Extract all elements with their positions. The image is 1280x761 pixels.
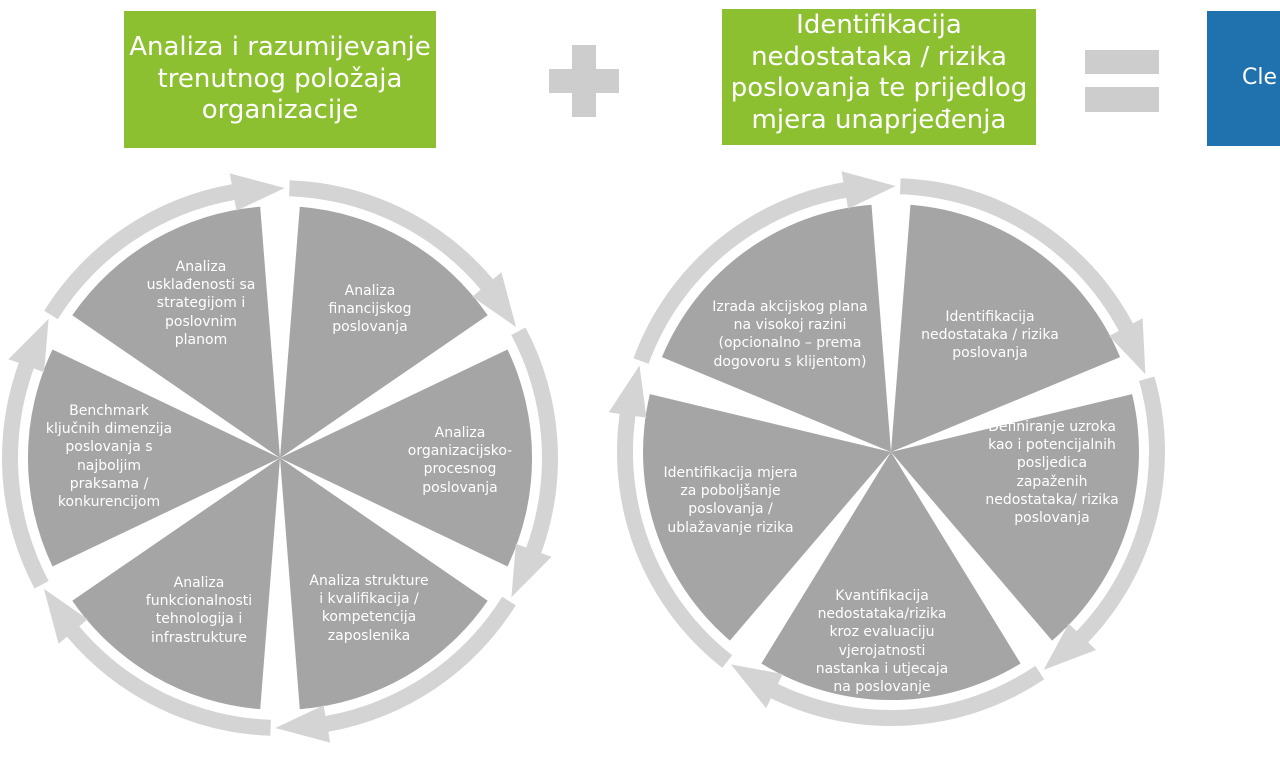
cycle1-segment-label: Benchmark ključnih dimenzija poslovanja … xyxy=(45,403,173,510)
cycle1-arrow xyxy=(44,173,285,320)
cycle2-arrow xyxy=(730,664,1045,727)
cycle1-segment-label: Analiza funkcionalnosti tehnologija i in… xyxy=(145,575,253,646)
cycle1-segment xyxy=(72,458,280,710)
cycle2-segment xyxy=(643,394,891,641)
cycle1-arrow xyxy=(289,180,517,328)
header-result-text: Cle xyxy=(1242,65,1278,91)
header-result-box: Cle xyxy=(1207,11,1280,146)
cycle1-arrow xyxy=(43,588,271,736)
cycle1-segment xyxy=(27,349,281,567)
cycle2-segment-label: Izrada akcijskog plana na visokoj razini… xyxy=(712,299,868,370)
header-analysis-box: Analiza i razumijevanje trenutnog položa… xyxy=(124,11,436,148)
plus-horizontal-bar xyxy=(549,69,619,93)
cycle2-segment xyxy=(661,204,891,452)
cycle2-diagram xyxy=(608,171,1165,727)
cycle2-segment xyxy=(761,452,1021,701)
cycle1-segment xyxy=(280,349,533,567)
cycle1-arrow xyxy=(2,318,49,589)
header-identification-text: Identifikacija nedostataka / rizika posl… xyxy=(730,10,1028,136)
cycle1-segment xyxy=(72,206,280,458)
cycle1-segment-label: Analiza strukture i kvalifikacija / komp… xyxy=(309,573,429,644)
header-analysis-text: Analiza i razumijevanje trenutnog položa… xyxy=(129,31,431,126)
cycle2-segment-label: Identifikacija nedostataka / rizika posl… xyxy=(921,309,1059,362)
cycle2-arrow xyxy=(608,365,733,668)
cycle1-diagram xyxy=(2,173,558,743)
cycle1-segment-label: Analiza organizacijsko- procesnog poslov… xyxy=(407,425,513,496)
cycle1-arrow xyxy=(511,327,558,598)
cycle1-segment xyxy=(280,458,488,710)
plus-icon xyxy=(549,45,619,117)
cycle2-segment-label: Kvantifikacija nedostataka/rizika kroz e… xyxy=(815,588,949,695)
cycle2-arrow xyxy=(900,178,1146,375)
cycle2-segment xyxy=(891,204,1121,452)
cycle2-segment xyxy=(891,394,1139,641)
cycle2-segment-label: Identifikacija mjera za poboljšanje posl… xyxy=(663,465,798,536)
cycle1-arrow xyxy=(275,596,516,743)
cycle1-segment-label: Analiza usklađenosti sa strategijom i po… xyxy=(146,259,256,348)
header-identification-box: Identifikacija nedostataka / rizika posl… xyxy=(722,9,1036,145)
cycle2-segment-label: Definiranje uzroka kao i potencijalnih p… xyxy=(985,419,1119,526)
cycle2-arrow xyxy=(1043,376,1165,670)
cycle1-segment xyxy=(280,206,488,458)
cycle1-segment-label: Analiza financijskog poslovanja xyxy=(328,283,412,336)
equals-bottom-bar xyxy=(1085,87,1159,112)
equals-icon xyxy=(1085,50,1159,112)
cycle2-arrow xyxy=(633,171,896,364)
equals-top-bar xyxy=(1085,50,1159,74)
